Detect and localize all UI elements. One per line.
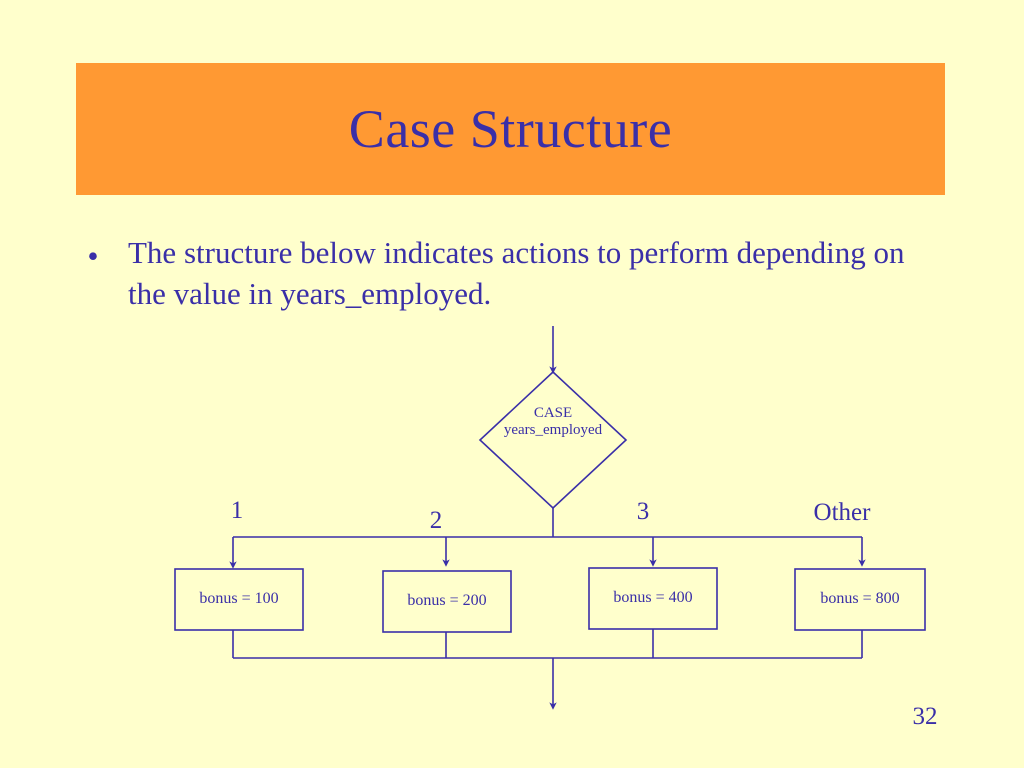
case-label-3: 3 <box>636 498 650 525</box>
page-number: 32 <box>912 703 938 730</box>
action-label-4: bonus = 800 <box>820 590 900 607</box>
case-label-2: 2 <box>429 507 443 534</box>
case-label-1: 1 <box>230 497 244 524</box>
bullet-marker-icon: • <box>87 238 99 274</box>
bullet-text: The structure below indicates actions to… <box>128 235 905 312</box>
action-label-1: bonus = 100 <box>199 590 279 607</box>
decision-diamond <box>478 370 628 510</box>
action-label-2: bonus = 200 <box>407 592 487 609</box>
action-label-3: bonus = 400 <box>613 589 693 606</box>
decision-label-line1: CASE <box>533 405 573 421</box>
page-title: Case Structure <box>348 99 673 159</box>
title-bar: Case Structure <box>76 63 945 195</box>
decision-label-line2: years_employed <box>503 421 603 438</box>
decision-label: CASE years_employed <box>453 405 653 439</box>
case-label-other: Other <box>813 499 871 526</box>
